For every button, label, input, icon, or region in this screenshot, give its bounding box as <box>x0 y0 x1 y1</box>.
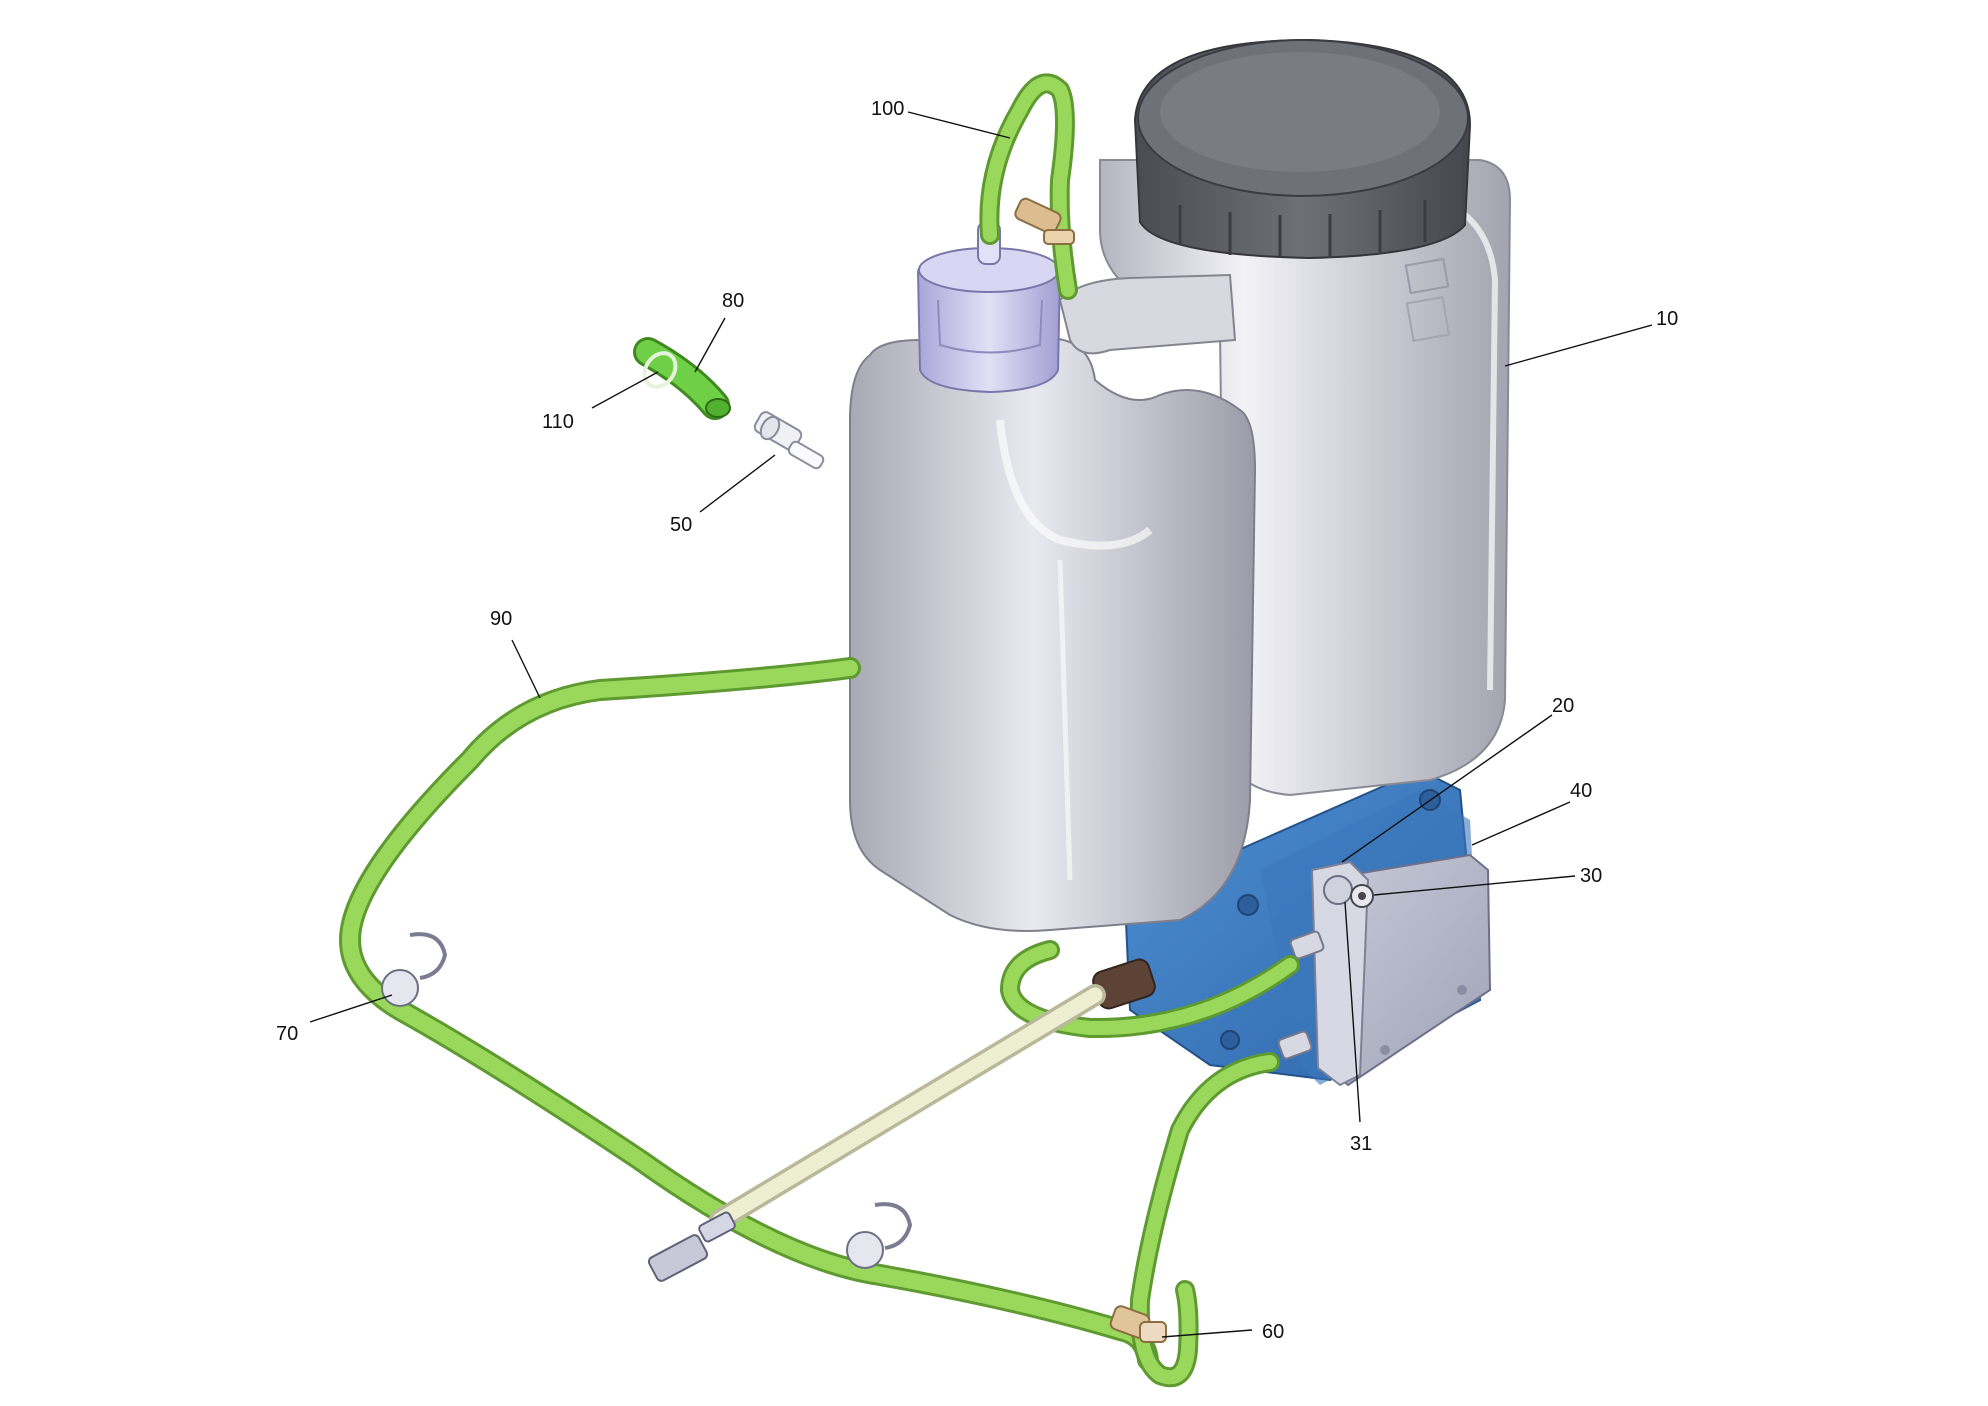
hose-fitting <box>1014 197 1075 245</box>
leader-10 <box>1504 324 1653 367</box>
leader-70 <box>309 994 393 1023</box>
callout-60: 60 <box>1262 1321 1284 1343</box>
callout-80: 80 <box>722 290 744 312</box>
hose-clamp-110 <box>642 351 678 389</box>
hose-fitting-60 <box>1109 1305 1167 1343</box>
leader-90 <box>511 639 541 699</box>
hose-to-pump-lower <box>1129 1052 1280 1388</box>
leader-50 <box>699 454 776 513</box>
leader-20 <box>1341 714 1553 863</box>
logo-icon <box>1404 257 1451 342</box>
callout-31: 31 <box>1350 1133 1372 1155</box>
pump-nipple-upper <box>1289 930 1325 960</box>
callout-70: 70 <box>276 1023 298 1045</box>
leader-30 <box>1373 875 1576 896</box>
electrical-cable <box>709 984 1106 1231</box>
leader-lines <box>309 111 1653 1338</box>
hose-90 <box>338 657 1159 1371</box>
callout-90: 90 <box>490 608 512 630</box>
leader-80 <box>694 317 726 373</box>
leader-60 <box>1161 1329 1253 1338</box>
pump-nipple-lower <box>1277 1030 1313 1060</box>
callout-10: 10 <box>1656 308 1678 330</box>
secondary-tank <box>849 273 1257 932</box>
tank-cap <box>1133 38 1472 260</box>
hose-clip-70-right <box>846 1202 913 1269</box>
leader-31 <box>1344 901 1361 1123</box>
cable-plug <box>647 1211 736 1282</box>
screw <box>1350 884 1374 908</box>
callout-100: 100 <box>871 98 904 120</box>
callout-labels: 100 80 110 50 10 90 20 40 30 31 70 60 <box>276 98 1678 1343</box>
callout-110: 110 <box>542 411 574 433</box>
hose-clip-70-left <box>381 932 448 1007</box>
callout-20: 20 <box>1552 695 1574 717</box>
callout-40: 40 <box>1570 780 1592 802</box>
leader-110 <box>591 371 659 409</box>
callout-50: 50 <box>670 514 692 536</box>
callout-30: 30 <box>1580 865 1602 887</box>
connector-50 <box>753 411 825 470</box>
filler-neck <box>916 221 1062 394</box>
leader-100 <box>907 111 1011 139</box>
leader-40 <box>1471 801 1571 846</box>
